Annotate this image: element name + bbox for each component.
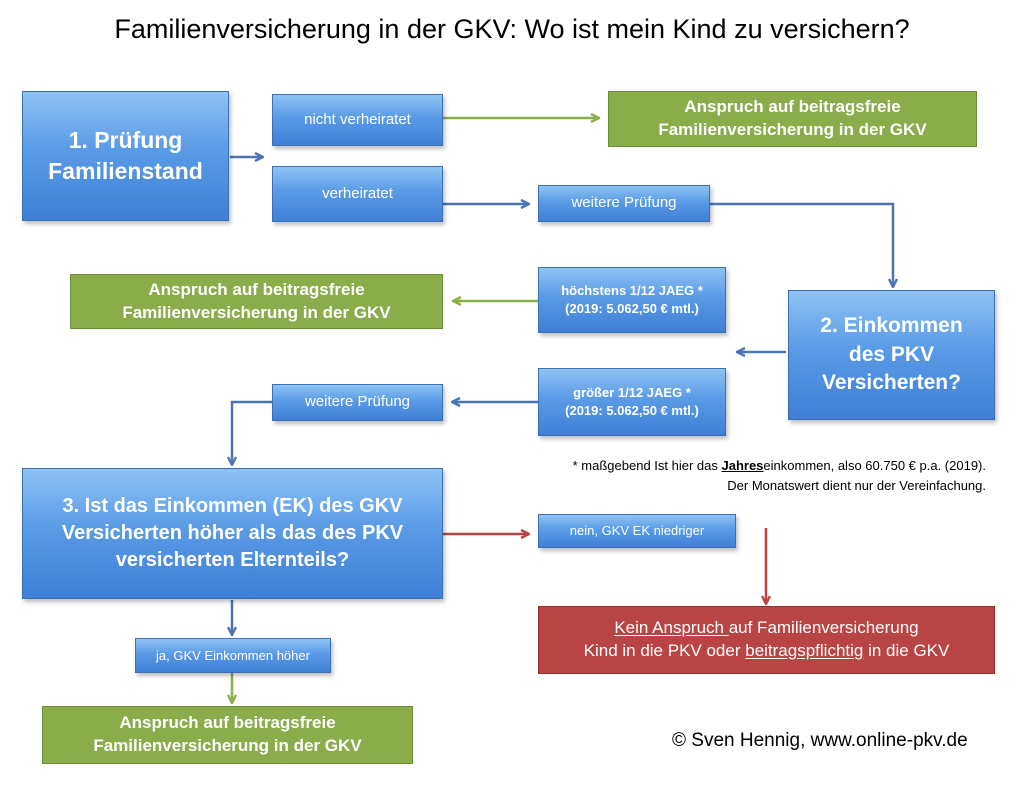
- weitere-pruefung-box-1: weitere Prüfung: [538, 185, 710, 222]
- footnote: * maßgebend Ist hier das Jahreseinkommen…: [572, 458, 986, 494]
- nein-gkv-ek-niedriger-box: nein, GKV EK niedriger: [538, 514, 736, 548]
- groesser-jaeg-box: größer 1/12 JAEG *(2019: 5.062,50 € mtl.…: [538, 368, 726, 436]
- diagram-title: Familienversicherung in der GKV: Wo ist …: [114, 14, 910, 44]
- weitere-pruefung-box-2: weitere Prüfung: [272, 384, 443, 421]
- hoechstens-jaeg-box: höchstens 1/12 JAEG *(2019: 5.062,50 € m…: [538, 267, 726, 333]
- ja-gkv-einkommen-hoeher-box: ja, GKV Einkommen höher: [135, 638, 331, 673]
- verheiratet-box: verheiratet: [272, 166, 443, 222]
- copyright-text: © Sven Hennig, www.online-pkv.de: [672, 730, 968, 751]
- arrow-weitere-to-pruefung3: [232, 400, 272, 464]
- nicht-verheiratet-box: nicht verheiratet: [272, 94, 443, 146]
- arrow-weitere-to-einkommen: [710, 202, 893, 286]
- kein-anspruch-box: Kein Anspruch auf Familienversicherung K…: [538, 606, 995, 674]
